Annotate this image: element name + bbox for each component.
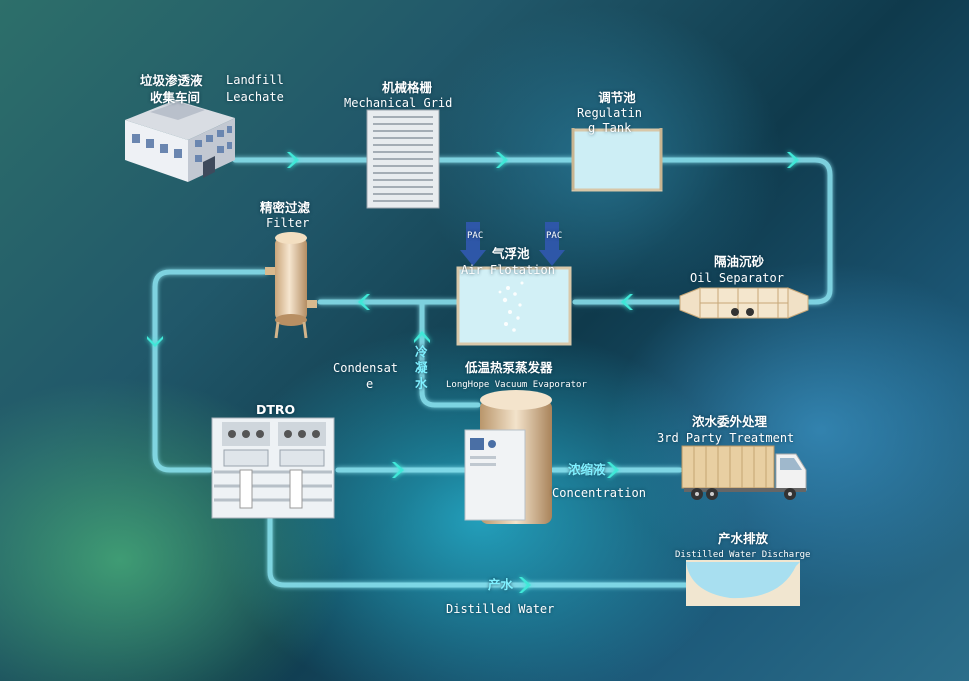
evaporator-en-label: LongHope Vacuum Evaporator xyxy=(446,380,587,390)
regulating-en-label: Regulatin xyxy=(577,106,643,120)
condensate-zh2-label: 凝 xyxy=(415,360,428,375)
arrow-down-icon xyxy=(147,336,163,347)
third-party-en-label: 3rd Party Treatment xyxy=(657,431,795,445)
evaporator-zh-label: 低温热泵蒸发器 xyxy=(465,360,553,375)
oil-zh-label: 隔油沉砂 xyxy=(714,254,765,269)
flotation-en-label: Air Flotation xyxy=(461,263,555,277)
filter-zh-label: 精密过滤 xyxy=(260,200,311,215)
arrow-right-icon xyxy=(519,577,531,593)
distilled-en-label: Distilled Water xyxy=(446,602,555,616)
regulating-en2-label: g Tank xyxy=(588,121,632,135)
truck-icon xyxy=(681,445,807,500)
oil-en-label: Oil Separator xyxy=(690,271,784,285)
pac-label-right: PAC xyxy=(546,231,563,241)
landfill-building-icon xyxy=(125,100,235,182)
condensate-en-label: Condensat xyxy=(333,361,399,375)
regulating-tank-icon xyxy=(571,128,663,192)
pac-dosing-arrow-icon xyxy=(539,222,565,266)
arrow-right-icon xyxy=(607,462,619,478)
mechanical-grid-icon xyxy=(366,109,440,209)
filter-vessel-icon xyxy=(265,232,317,339)
pipe-condensate xyxy=(419,299,481,408)
flotation-zh-label: 气浮池 xyxy=(492,246,530,261)
arrow-right-icon xyxy=(392,462,404,478)
discharge-pond-icon xyxy=(686,560,800,606)
condensate-en2-label: e xyxy=(366,377,374,391)
pipe-top xyxy=(232,157,833,305)
regulating-zh-label: 调节池 xyxy=(598,90,636,105)
grid-en-label: Mechanical Grid xyxy=(344,96,453,110)
arrow-left-icon xyxy=(621,294,633,310)
arrow-right-icon xyxy=(496,152,508,168)
grid-zh-label: 机械格栅 xyxy=(381,80,432,95)
pipe-distilled xyxy=(267,515,689,588)
landfill-en-label: Landfill xyxy=(226,73,284,87)
condensate-zh3-label: 水 xyxy=(415,376,428,391)
evaporator-icon xyxy=(464,390,552,524)
discharge-en-label: Distilled Water Discharge xyxy=(675,550,811,560)
air-flotation-tank-icon xyxy=(456,266,572,346)
concentration-zh-label: 浓缩液 xyxy=(568,462,606,477)
discharge-zh-label: 产水排放 xyxy=(718,531,769,546)
landfill-zh2-label: 收集车间 xyxy=(150,90,201,105)
condensate-zh1-label: 冷 xyxy=(415,344,428,359)
third-party-zh-label: 浓水委外处理 xyxy=(692,414,768,429)
distilled-zh-label: 产水 xyxy=(488,577,514,592)
oil-separator-icon xyxy=(679,287,809,319)
filter-en-label: Filter xyxy=(266,216,310,230)
arrow-up-icon xyxy=(414,331,430,343)
dtro-unit-icon xyxy=(211,417,335,519)
flow-arrows xyxy=(147,152,799,593)
arrow-right-icon xyxy=(787,152,799,168)
pac-dosing-arrow-icon xyxy=(460,222,486,266)
arrow-left-icon xyxy=(358,294,370,310)
landfill-en2-label: Leachate xyxy=(226,90,284,104)
concentration-en-label: Concentration xyxy=(552,486,646,500)
dtro-label: DTRO xyxy=(256,402,296,417)
landfill-zh-label: 垃圾渗透液 xyxy=(140,73,203,88)
pac-label-left: PAC xyxy=(467,231,484,241)
arrow-right-icon xyxy=(287,152,299,168)
pipe-filter-to-dtro xyxy=(152,269,268,473)
